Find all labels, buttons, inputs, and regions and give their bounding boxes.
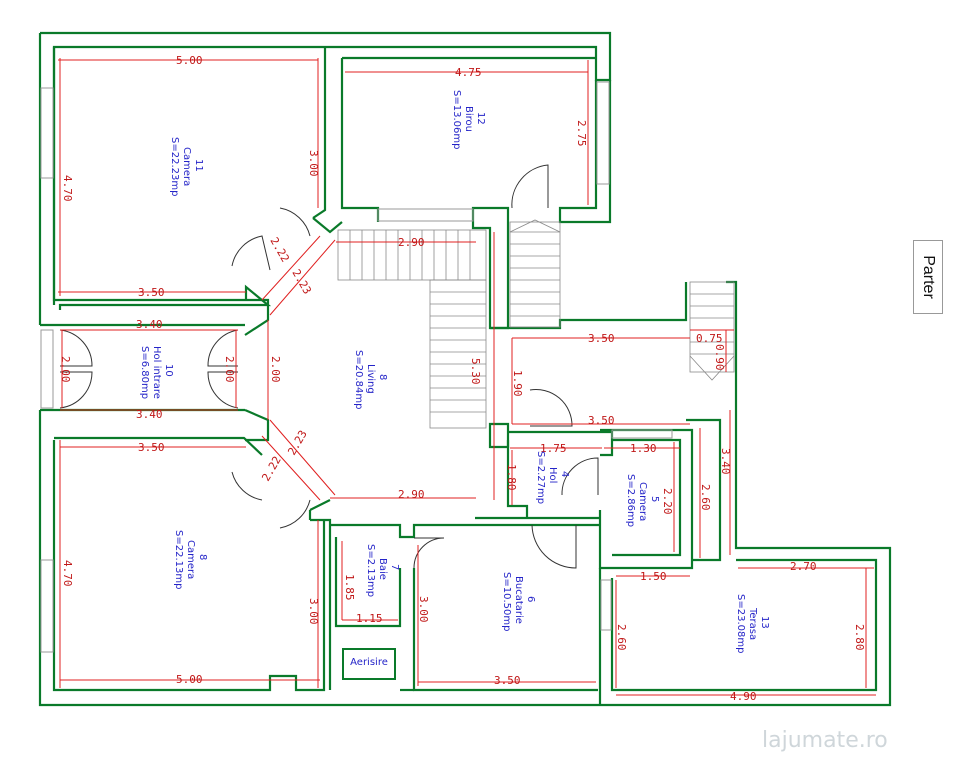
svg-text:Camera: Camera xyxy=(637,482,648,521)
dimension-lines xyxy=(58,58,876,696)
room-11: 11 Camera S=22.23mp xyxy=(169,137,204,196)
dim-label: 1.50 xyxy=(640,570,667,583)
svg-text:13: 13 xyxy=(759,616,770,629)
svg-text:S=23.08mp: S=23.08mp xyxy=(735,594,746,653)
dim-label: 0.75 xyxy=(696,332,723,345)
room-13: 13 Terasa S=23.08mp xyxy=(735,594,770,653)
dim-label: 2.60 xyxy=(699,484,712,511)
dim-label: 1.85 xyxy=(343,574,356,601)
doors xyxy=(59,164,599,569)
room-6: 6 Bucatarie S=10.50mp xyxy=(501,572,536,631)
svg-text:S=10.50mp: S=10.50mp xyxy=(501,572,512,631)
dim-label: 1.80 xyxy=(505,464,518,491)
dim-label: 2.70 xyxy=(790,560,817,573)
dim-label: 4.75 xyxy=(455,66,482,79)
svg-text:Living: Living xyxy=(365,364,376,394)
dim-label: 3.50 xyxy=(138,441,165,454)
svg-text:Camera: Camera xyxy=(185,540,196,579)
svg-text:S=6.80mp: S=6.80mp xyxy=(139,346,150,399)
room-5: 5 Camera S=2.86mp xyxy=(625,474,660,527)
dim-label: 3.50 xyxy=(138,286,165,299)
floor-label: Parter xyxy=(920,255,937,299)
svg-text:8: 8 xyxy=(197,554,208,560)
watermark: lajumate.ro xyxy=(762,728,888,753)
room-10: 10 Hol intrare S=6.80mp xyxy=(139,346,174,399)
dim-label: 5.00 xyxy=(176,673,203,686)
dim-label: 1.90 xyxy=(511,370,524,397)
svg-text:11: 11 xyxy=(193,159,204,172)
floor-label-box: Parter xyxy=(913,240,943,314)
dim-label: 3.40 xyxy=(136,408,163,421)
dim-label: 1.30 xyxy=(630,442,657,455)
svg-text:S=22.13mp: S=22.13mp xyxy=(173,530,184,589)
dim-label: 1.75 xyxy=(540,442,567,455)
dim-label: 0.90 xyxy=(713,344,726,371)
svg-text:Hol: Hol xyxy=(547,467,558,483)
dim-label: 3.50 xyxy=(494,674,521,687)
svg-text:Terasa: Terasa xyxy=(747,607,758,640)
dim-label: 2.00 xyxy=(59,356,72,383)
svg-text:12: 12 xyxy=(475,112,486,125)
dim-label: 2.90 xyxy=(398,488,425,501)
svg-text:S=22.23mp: S=22.23mp xyxy=(169,137,180,196)
svg-text:S=2.86mp: S=2.86mp xyxy=(625,474,636,527)
svg-text:10: 10 xyxy=(163,364,174,377)
dim-label: 4.70 xyxy=(61,560,74,587)
svg-text:6: 6 xyxy=(525,596,536,602)
room-7: 7 Baie S=2.13mp xyxy=(365,544,400,597)
dim-label: 2.00 xyxy=(223,356,236,383)
svg-text:7: 7 xyxy=(389,564,400,570)
svg-text:S=2.13mp: S=2.13mp xyxy=(365,544,376,597)
dim-label: 3.40 xyxy=(136,318,163,331)
svg-text:Hol intrare: Hol intrare xyxy=(151,346,162,399)
svg-text:S=2.27mp: S=2.27mp xyxy=(535,451,546,504)
dim-label: 3.00 xyxy=(307,150,320,177)
dim-label: 3.00 xyxy=(307,598,320,625)
dim-label: 3.00 xyxy=(417,596,430,623)
dim-label: 2.22 xyxy=(259,454,284,483)
svg-text:Camera: Camera xyxy=(181,147,192,186)
dim-label: 3.40 xyxy=(719,448,732,475)
dim-label: 2.75 xyxy=(575,120,588,147)
dim-label: 5.00 xyxy=(176,54,203,67)
dim-label: 1.15 xyxy=(356,612,383,625)
dim-label: 4.90 xyxy=(730,690,757,703)
windows xyxy=(40,81,673,653)
room-12: 12 Birou S=13.06mp xyxy=(451,90,486,149)
dim-label: 2.23 xyxy=(289,267,314,296)
dim-label: 2.80 xyxy=(853,624,866,651)
svg-text:S=20.84mp: S=20.84mp xyxy=(353,350,364,409)
ventilation-box: Aerisire xyxy=(342,648,396,680)
ventilation-label: Aerisire xyxy=(350,657,388,668)
walls xyxy=(38,31,892,707)
dim-label: 5.30 xyxy=(469,358,482,385)
dim-label: 2.20 xyxy=(661,488,674,515)
dim-label: 2.90 xyxy=(398,236,425,249)
svg-text:Bucatarie: Bucatarie xyxy=(513,576,524,624)
room-labels: 11 Camera S=22.23mp 12 Birou S=13.06mp 1… xyxy=(139,90,770,653)
svg-text:Baie: Baie xyxy=(377,558,388,580)
dim-label: 2.60 xyxy=(615,624,628,651)
svg-text:4: 4 xyxy=(559,471,570,477)
svg-text:Birou: Birou xyxy=(463,106,474,132)
room-4: 4 Hol S=2.27mp xyxy=(535,451,570,504)
dim-label: 4.70 xyxy=(61,175,74,202)
dim-label: 3.50 xyxy=(588,414,615,427)
stairs xyxy=(337,219,735,429)
dim-label: 2.23 xyxy=(285,428,310,457)
room-living: 8 Living S=20.84mp xyxy=(353,350,388,409)
svg-text:5: 5 xyxy=(649,496,660,502)
dim-label: 2.00 xyxy=(269,356,282,383)
dim-label: 3.50 xyxy=(588,332,615,345)
room-camera-bottom: 8 Camera S=22.13mp xyxy=(173,530,208,589)
svg-text:8: 8 xyxy=(377,374,388,380)
dim-label: 2.22 xyxy=(267,235,292,264)
svg-text:S=13.06mp: S=13.06mp xyxy=(451,90,462,149)
